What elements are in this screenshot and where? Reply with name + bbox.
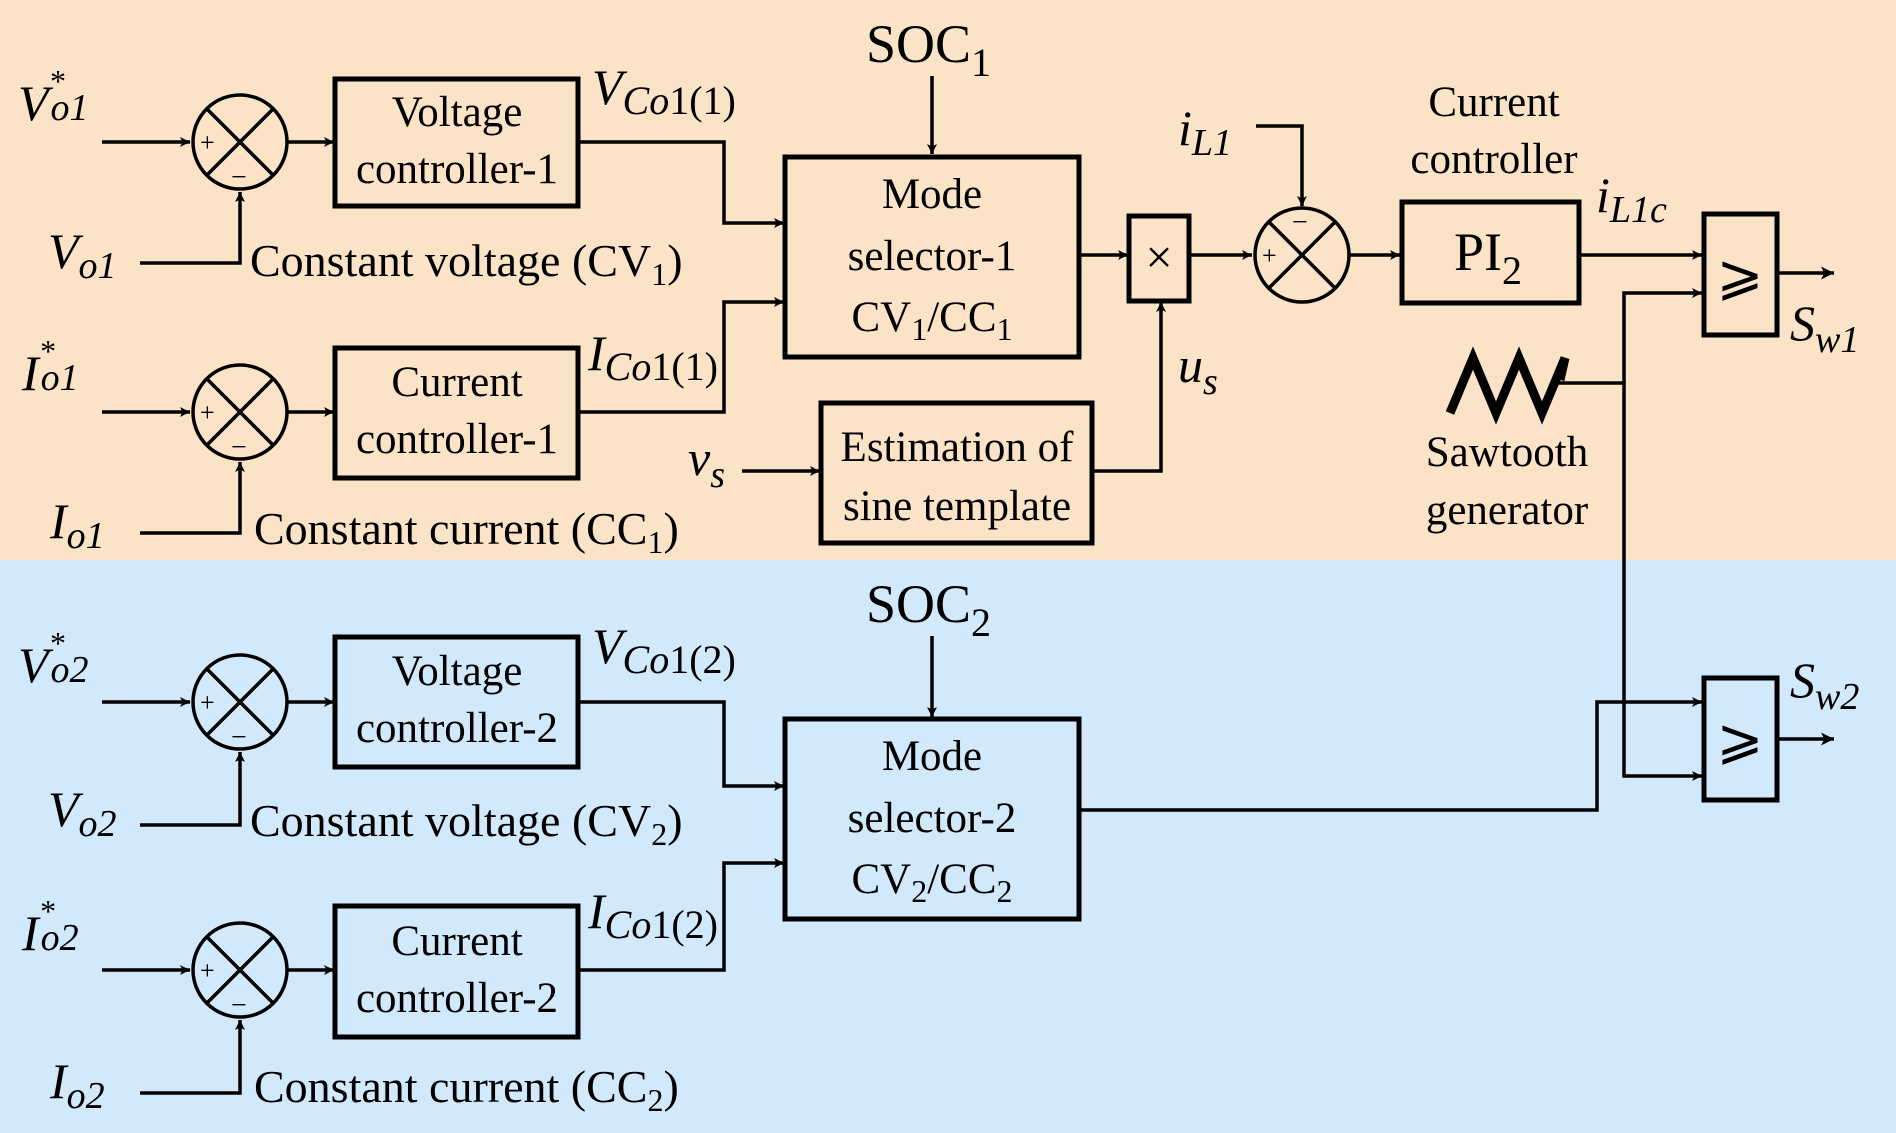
- svg-text:+: +: [1262, 241, 1277, 270]
- mode-selector-2: [782, 716, 1082, 922]
- svg-text:⩾: ⩾: [1717, 245, 1764, 307]
- ifb1-label: Io1: [49, 493, 105, 557]
- cc1-label: Constant current (CC1): [254, 503, 679, 560]
- ifb2-wire: [140, 1020, 245, 1095]
- il1-wire: [1256, 124, 1307, 206]
- vs-label: vs: [688, 430, 725, 496]
- ico1-wire: [578, 297, 784, 414]
- ifb1-wire: [140, 462, 245, 535]
- svg-text:PI2: PI2: [1454, 222, 1522, 293]
- mode-selector-1: [782, 154, 1082, 360]
- svg-text:Current: Current: [391, 359, 522, 406]
- il1c-label: iL1c: [1596, 167, 1667, 231]
- svg-text:+: +: [200, 398, 215, 427]
- svg-text:+: +: [200, 688, 215, 717]
- ifb2-label: Io2: [49, 1053, 105, 1117]
- summing-junction-i2: + −: [191, 921, 289, 1021]
- vco2-label: VCo1(2): [592, 618, 736, 682]
- iref2-label: I*o2: [21, 893, 79, 961]
- svg-text:sine template: sine template: [843, 483, 1071, 530]
- vco1-wire: [578, 140, 784, 228]
- svg-text:Current: Current: [391, 918, 522, 965]
- svg-text:Voltage: Voltage: [392, 648, 523, 695]
- svg-text:×: ×: [1145, 231, 1172, 284]
- ico2-label: ICo1(2): [587, 883, 718, 947]
- svg-text:CV1/CC1: CV1/CC1: [851, 294, 1012, 347]
- us-label: us: [1178, 337, 1218, 403]
- cv2-label: Constant voltage (CV2): [250, 795, 683, 852]
- svg-text:⩾: ⩾: [1717, 709, 1764, 771]
- template-wire: [1092, 302, 1166, 473]
- svg-text:controller-1: controller-1: [356, 416, 558, 463]
- vco2-wire: [578, 700, 784, 791]
- svg-text:Estimation of: Estimation of: [841, 424, 1075, 471]
- svg-text:selector-2: selector-2: [848, 795, 1017, 842]
- ico2-wire: [578, 858, 784, 972]
- summing-junction-v2: + −: [191, 653, 289, 753]
- svg-text:−: −: [1292, 207, 1308, 238]
- sawtooth-wire-main: [1556, 381, 1702, 781]
- vfb1-label: Vo1: [48, 223, 117, 287]
- vco1-label: VCo1(1): [592, 59, 736, 123]
- il1-label: iL1: [1178, 100, 1232, 164]
- iref1-label: I*o1: [21, 333, 79, 401]
- svg-text:Mode: Mode: [882, 171, 982, 218]
- svg-text:controller-1: controller-1: [356, 146, 558, 193]
- sawtooth-waveform-icon: [1445, 346, 1570, 425]
- sine-template-estimator: [818, 400, 1095, 546]
- cv1-label: Constant voltage (CV1): [250, 235, 683, 292]
- vfb1-wire: [140, 192, 245, 265]
- vfb2-label: Vo2: [48, 781, 117, 845]
- svg-text:+: +: [200, 128, 215, 157]
- cc2-label: Constant current (CC2): [254, 1061, 679, 1118]
- soc1-label: SOC1: [866, 14, 991, 85]
- svg-text:Voltage: Voltage: [392, 89, 523, 136]
- vfb2-wire: [140, 752, 245, 827]
- mode2-output-wire: [1079, 697, 1702, 812]
- ico1-label: ICo1(1): [587, 325, 718, 389]
- multiplier-block: [1126, 213, 1192, 304]
- pi2-controller: [1399, 199, 1582, 306]
- svg-text:Mode: Mode: [882, 733, 982, 780]
- sw2-label: Sw2: [1790, 652, 1859, 718]
- summing-junction-i1: + −: [191, 363, 289, 463]
- svg-text:+: +: [200, 956, 215, 985]
- svg-text:−: −: [231, 162, 247, 193]
- svg-text:CV2/CC2: CV2/CC2: [851, 856, 1012, 909]
- current-controller-caption-line1: Current: [1428, 79, 1559, 126]
- summing-junction-v1: + −: [191, 93, 289, 193]
- vref2-label: V*o2: [18, 625, 89, 693]
- svg-text:selector-1: selector-1: [848, 233, 1017, 280]
- current-controller-caption-line2: controller: [1410, 136, 1577, 183]
- sawtooth-wire-top: [1622, 288, 1702, 383]
- sawtooth-caption-line2: generator: [1426, 487, 1588, 534]
- sawtooth-caption-line1: Sawtooth: [1426, 429, 1588, 476]
- svg-text:−: −: [231, 432, 247, 463]
- bottom-region-background: [0, 560, 1896, 1133]
- svg-text:controller-2: controller-2: [356, 705, 558, 752]
- svg-text:−: −: [231, 990, 247, 1021]
- sw1-label: Sw1: [1790, 295, 1859, 361]
- vref1-label: V*o1: [18, 63, 89, 131]
- summing-junction-il1: + −: [1253, 206, 1351, 304]
- svg-text:controller-2: controller-2: [356, 975, 558, 1022]
- svg-text:−: −: [231, 722, 247, 753]
- soc2-label: SOC2: [866, 574, 991, 645]
